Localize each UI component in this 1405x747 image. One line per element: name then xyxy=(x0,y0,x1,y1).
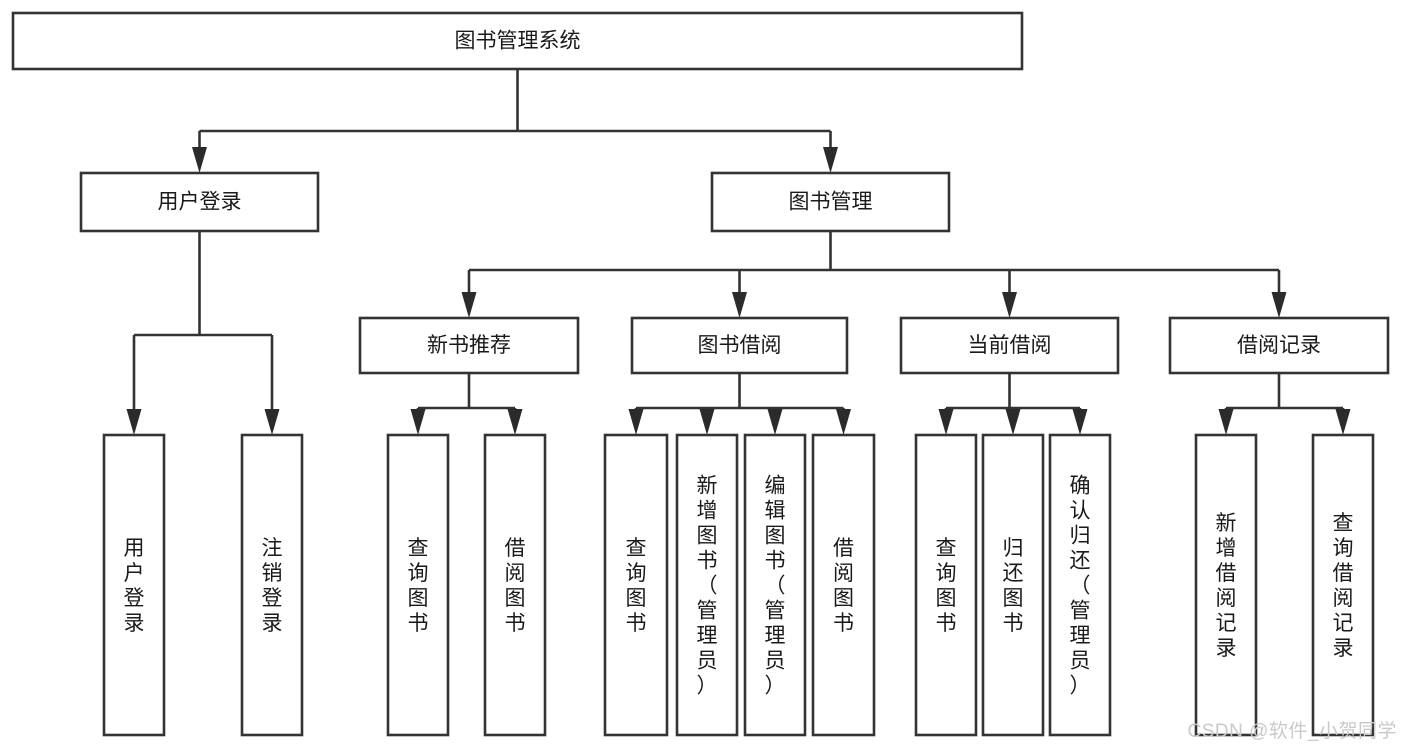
node-label-user-login: 用户登录 xyxy=(158,191,242,214)
node-box-leaf-query-record[interactable] xyxy=(1311,433,1375,737)
node-leaf-query-book-3[interactable]: 查询图书 xyxy=(914,433,978,737)
node-label-root: 图书管理系统 xyxy=(455,30,581,53)
arrow-head-icon xyxy=(1218,409,1234,435)
node-leaf-add-record[interactable]: 新增借阅记录 xyxy=(1194,433,1258,737)
node-box-book-borrow[interactable] xyxy=(630,316,849,375)
node-box-borrow-record[interactable] xyxy=(1168,316,1390,375)
node-leaf-query-record[interactable]: 查询借阅记录 xyxy=(1311,433,1375,737)
node-box-leaf-logout[interactable] xyxy=(240,433,304,737)
node-borrow-record[interactable]: 借阅记录 xyxy=(1168,316,1390,375)
connector-group-book-borrow xyxy=(628,373,851,435)
node-box-leaf-borrow-book-1[interactable] xyxy=(483,433,547,737)
arrow-head-icon xyxy=(1002,292,1017,318)
node-box-leaf-add-record[interactable] xyxy=(1194,433,1258,737)
node-box-leaf-add-book[interactable] xyxy=(675,433,739,737)
node-label-leaf-query-record: 查询借阅记录 xyxy=(1333,512,1354,660)
node-label-current-borrow: 当前借阅 xyxy=(968,334,1052,357)
arrow-head-icon xyxy=(628,409,644,435)
connector-group-borrow-record xyxy=(1218,373,1351,435)
node-root[interactable]: 图书管理系统 xyxy=(11,11,1024,71)
node-label-leaf-edit-book: 编辑图书（管理员） xyxy=(765,475,786,698)
arrow-head-icon xyxy=(461,292,477,318)
node-box-leaf-confirm-return[interactable] xyxy=(1048,433,1112,737)
arrow-head-icon xyxy=(823,147,838,173)
node-box-leaf-query-book-2[interactable] xyxy=(603,433,669,737)
node-label-leaf-query-book-1: 查询图书 xyxy=(408,537,429,635)
node-leaf-edit-book[interactable]: 编辑图书（管理员） xyxy=(743,433,807,737)
arrow-head-icon xyxy=(699,409,715,435)
node-leaf-user-login[interactable]: 用户登录 xyxy=(102,433,166,737)
node-box-leaf-query-book-1[interactable] xyxy=(386,433,450,737)
arrow-head-icon xyxy=(1005,409,1021,435)
node-layer: 图书管理系统用户登录图书管理新书推荐图书借阅当前借阅借阅记录用户登录注销登录查询… xyxy=(11,11,1390,737)
node-label-leaf-borrow-book-1: 借阅图书 xyxy=(505,537,526,635)
connector-group-book-manage xyxy=(461,231,1287,318)
node-label-leaf-confirm-return: 确认归还（管理员） xyxy=(1070,475,1091,698)
connector-group-new-book-rec xyxy=(410,373,523,435)
node-book-borrow[interactable]: 图书借阅 xyxy=(630,316,849,375)
node-leaf-confirm-return[interactable]: 确认归还（管理员） xyxy=(1048,433,1112,737)
connector-layer xyxy=(126,69,1351,435)
node-label-leaf-borrow-book-2: 借阅图书 xyxy=(833,537,854,635)
node-box-leaf-return-book[interactable] xyxy=(981,433,1045,737)
arrow-head-icon xyxy=(836,409,851,435)
arrow-head-icon xyxy=(767,409,783,435)
node-label-leaf-query-book-2: 查询图书 xyxy=(626,537,647,635)
node-box-leaf-edit-book[interactable] xyxy=(743,433,807,737)
node-current-borrow[interactable]: 当前借阅 xyxy=(899,316,1120,375)
node-label-new-book-rec: 新书推荐 xyxy=(427,334,511,357)
node-box-user-login[interactable] xyxy=(79,171,320,233)
node-label-leaf-logout: 注销登录 xyxy=(262,537,283,635)
watermark-label: CSDN @软件_小贺同学 xyxy=(1187,721,1397,742)
node-user-login[interactable]: 用户登录 xyxy=(79,171,320,233)
node-box-leaf-borrow-book-2[interactable] xyxy=(811,433,876,737)
arrow-head-icon xyxy=(507,409,523,435)
node-book-manage[interactable]: 图书管理 xyxy=(710,171,951,233)
connector-group-current-borrow xyxy=(938,373,1088,435)
node-label-leaf-query-book-3: 查询图书 xyxy=(936,537,957,635)
node-leaf-add-book[interactable]: 新增图书（管理员） xyxy=(675,433,739,737)
node-leaf-borrow-book-2[interactable]: 借阅图书 xyxy=(811,433,876,737)
node-box-leaf-query-book-3[interactable] xyxy=(914,433,978,737)
node-leaf-query-book-1[interactable]: 查询图书 xyxy=(386,433,450,737)
arrow-head-icon xyxy=(264,409,280,435)
node-box-current-borrow[interactable] xyxy=(899,316,1120,375)
node-leaf-return-book[interactable]: 归还图书 xyxy=(981,433,1045,737)
node-box-new-book-rec[interactable] xyxy=(358,316,580,375)
node-label-leaf-user-login: 用户登录 xyxy=(124,537,145,635)
node-leaf-query-book-2[interactable]: 查询图书 xyxy=(603,433,669,737)
node-leaf-borrow-book-1[interactable]: 借阅图书 xyxy=(483,433,547,737)
arrow-head-icon xyxy=(192,147,207,173)
node-label-leaf-add-record: 新增借阅记录 xyxy=(1216,512,1237,660)
node-box-leaf-user-login[interactable] xyxy=(102,433,166,737)
node-label-borrow-record: 借阅记录 xyxy=(1237,334,1321,357)
arrow-head-icon xyxy=(1335,409,1351,435)
node-box-book-manage[interactable] xyxy=(710,171,951,233)
node-label-book-manage: 图书管理 xyxy=(789,191,873,214)
arrow-head-icon xyxy=(1271,292,1287,318)
node-box-root[interactable] xyxy=(11,11,1024,71)
arrow-head-icon xyxy=(938,409,954,435)
node-label-book-borrow: 图书借阅 xyxy=(698,334,782,357)
node-label-leaf-return-book: 归还图书 xyxy=(1003,537,1024,635)
arrow-head-icon xyxy=(126,409,142,435)
arrow-head-icon xyxy=(1072,409,1088,435)
arrow-head-icon xyxy=(732,292,747,318)
arrow-head-icon xyxy=(410,409,426,435)
connector-group-user-login xyxy=(126,231,280,435)
connector-group-root xyxy=(192,69,838,173)
node-label-leaf-add-book: 新增图书（管理员） xyxy=(697,475,718,698)
node-new-book-rec[interactable]: 新书推荐 xyxy=(358,316,580,375)
node-leaf-logout[interactable]: 注销登录 xyxy=(240,433,304,737)
